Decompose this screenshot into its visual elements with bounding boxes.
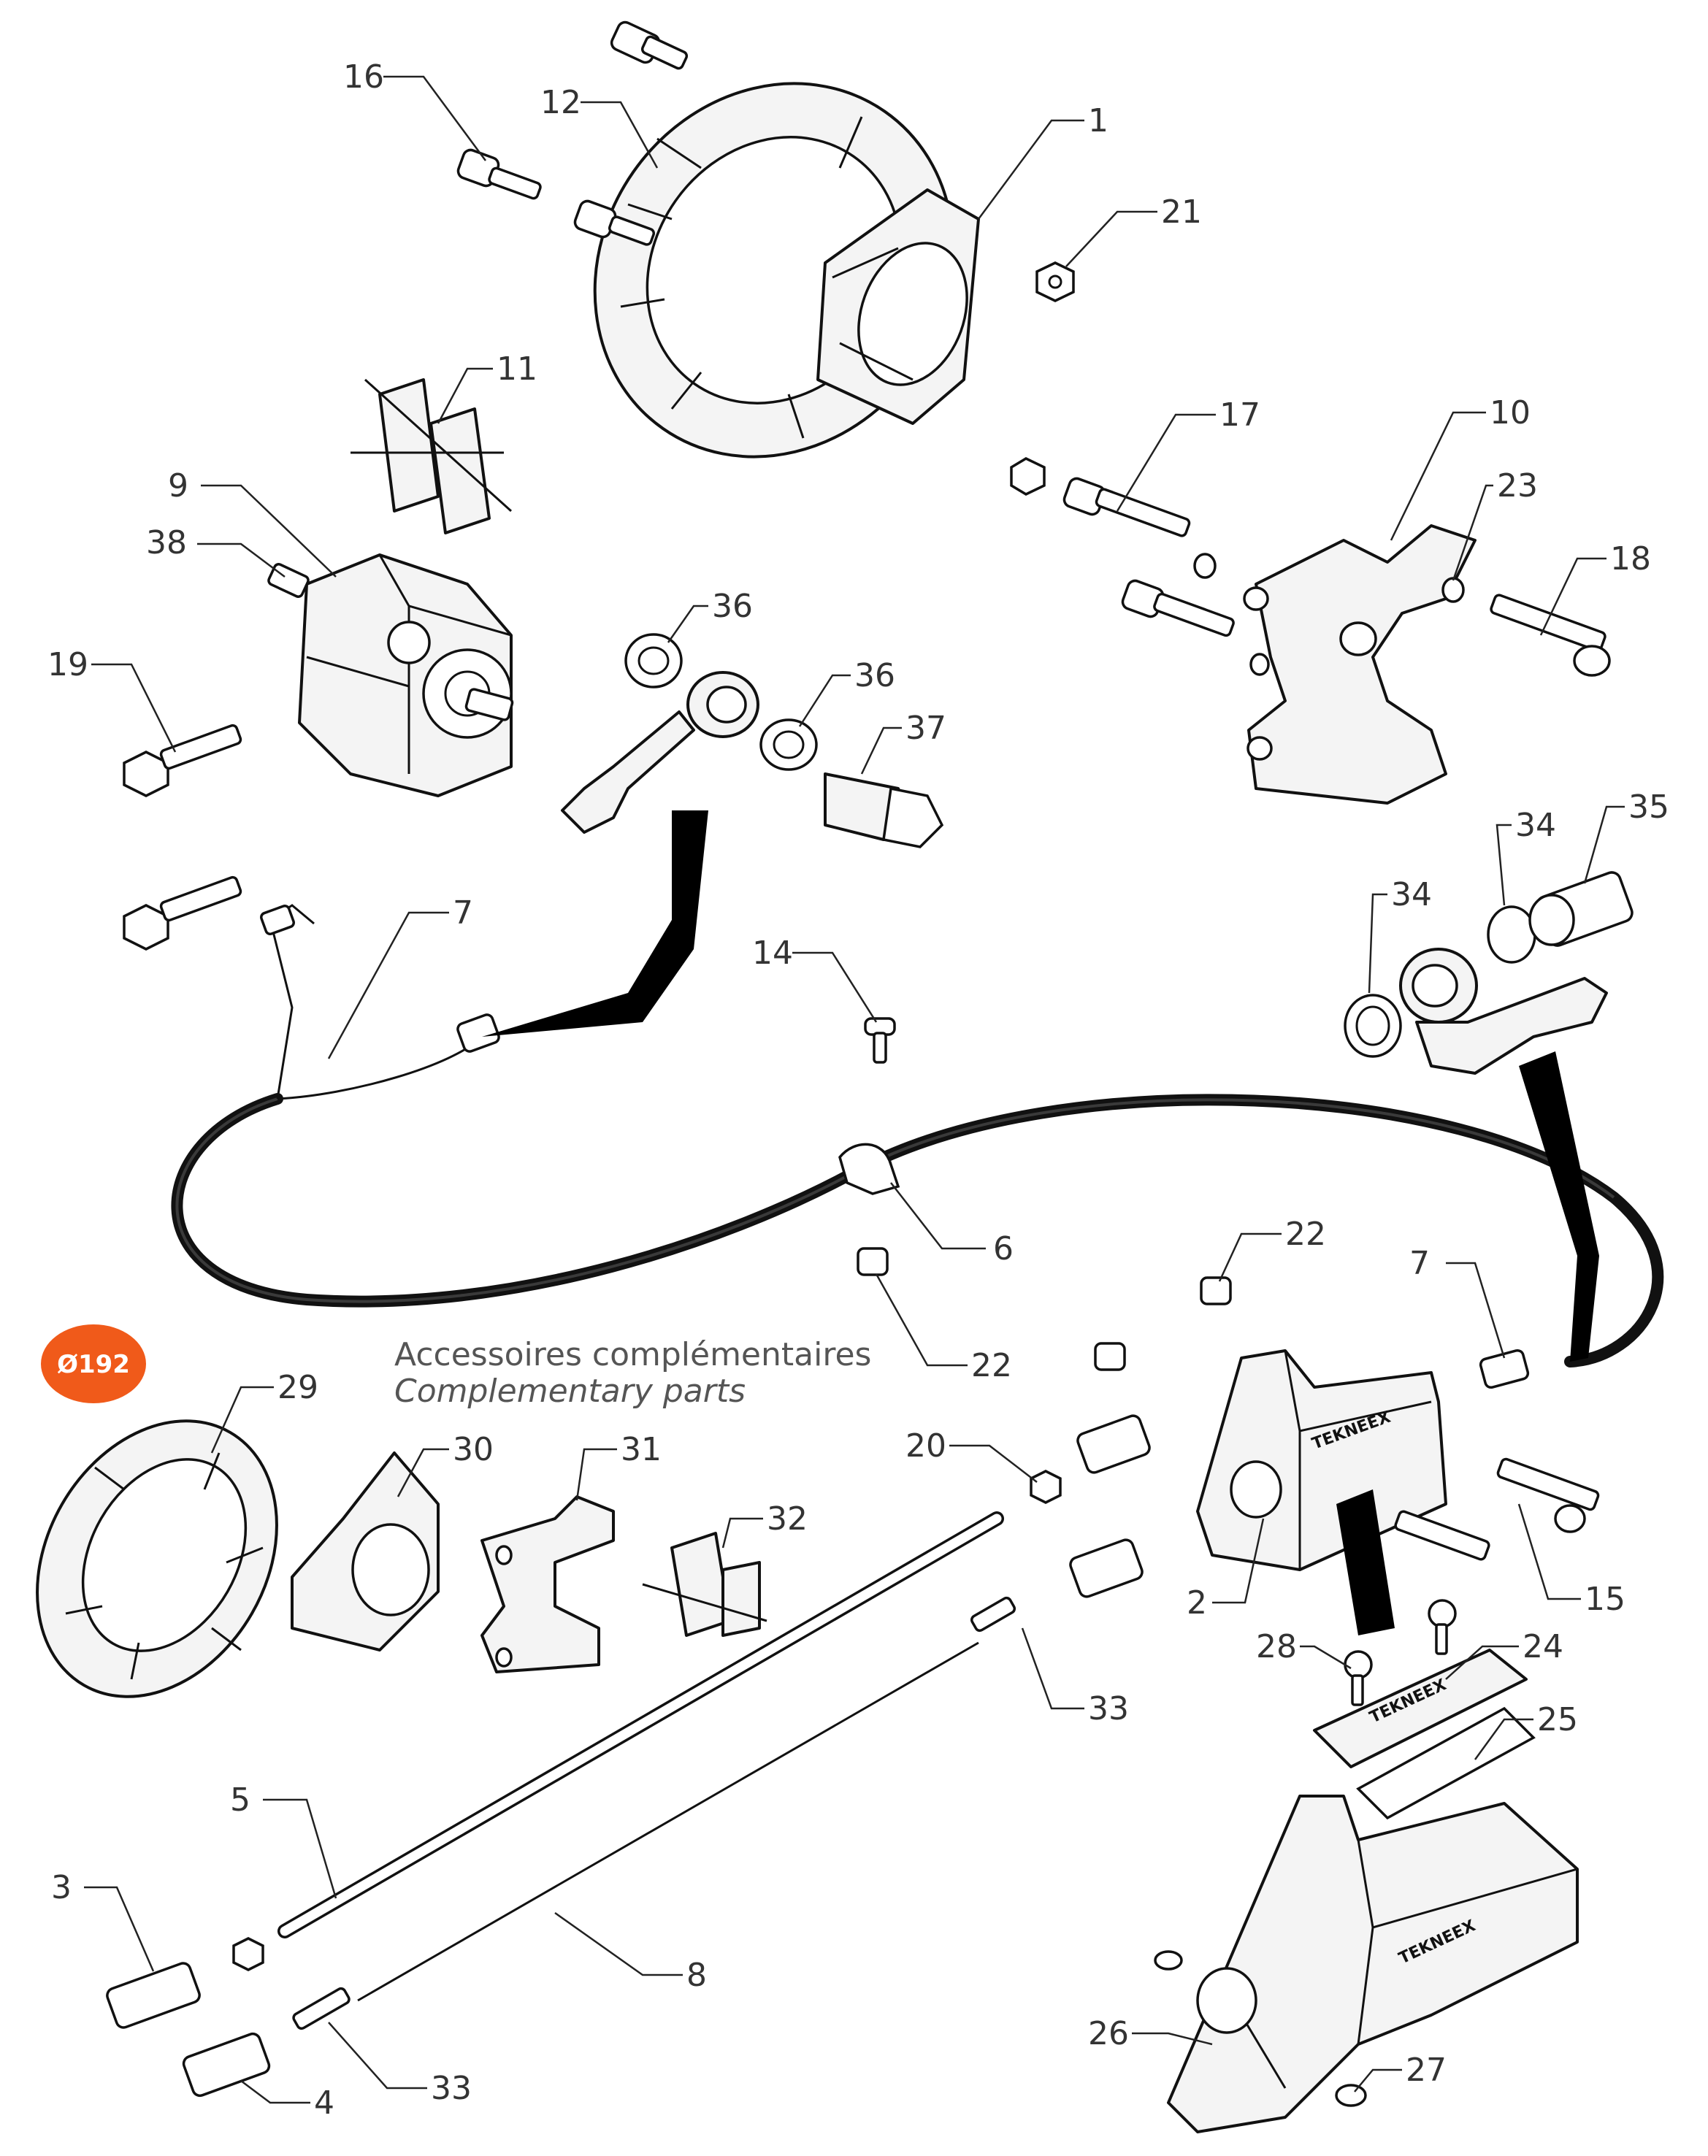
callout-8: 8 xyxy=(686,1957,707,1994)
master-cylinder-large: TEKNEEX xyxy=(1154,1795,1579,2133)
caliper-9 xyxy=(298,553,514,797)
callout-1: 1 xyxy=(1088,102,1108,139)
disc-29 xyxy=(36,1419,278,1698)
callout-22-lower: 22 xyxy=(971,1347,1012,1384)
bracket-31 xyxy=(480,1495,615,1673)
callout-34-left: 34 xyxy=(1391,876,1432,913)
rod-5 xyxy=(277,1511,1004,1938)
callout-38: 38 xyxy=(146,524,187,561)
bolt-19 xyxy=(123,724,242,797)
callout-31: 31 xyxy=(621,1431,662,1468)
brake-disc-assembly xyxy=(593,82,980,459)
callout-32: 32 xyxy=(767,1500,808,1538)
callout-20: 20 xyxy=(905,1427,946,1465)
pads-32 xyxy=(642,1532,767,1637)
disc-bolt-top xyxy=(610,20,689,70)
callout-23: 23 xyxy=(1497,467,1538,505)
callout-35: 35 xyxy=(1628,789,1669,826)
callout-27: 27 xyxy=(1406,2052,1447,2089)
caliper-bracket-10 xyxy=(1243,524,1477,805)
callout-26: 26 xyxy=(1088,2015,1129,2052)
callout-36-upper: 36 xyxy=(712,588,753,625)
callout-9: 9 xyxy=(168,467,188,505)
callout-25: 25 xyxy=(1537,1701,1578,1738)
callout-6: 6 xyxy=(993,1230,1014,1267)
callout-12: 12 xyxy=(540,84,581,121)
banjo-fitting-right xyxy=(1344,871,1634,1075)
nut-21 xyxy=(1035,261,1075,302)
callout-10: 10 xyxy=(1490,394,1531,431)
brake-pads-11 xyxy=(351,378,513,534)
callout-7-lower: 7 xyxy=(1409,1245,1430,1282)
screw-14 xyxy=(864,1017,896,1064)
section-title-en: Complementary parts xyxy=(394,1373,746,1410)
banjo-fitting xyxy=(561,633,944,848)
callout-33-upper: 33 xyxy=(1088,1690,1129,1727)
callout-17: 17 xyxy=(1219,396,1260,434)
master-cylinder-2: TEKNEEX xyxy=(1196,1349,1447,1635)
callout-24: 24 xyxy=(1523,1628,1563,1665)
gasket-25 xyxy=(1356,1706,1536,1820)
screw-16 xyxy=(456,148,542,200)
callout-4: 4 xyxy=(314,2084,334,2122)
callout-33-lower: 33 xyxy=(431,2070,472,2107)
callout-3: 3 xyxy=(51,1869,72,1906)
diameter-badge-label: Ø192 xyxy=(57,1350,130,1379)
bolt-17 xyxy=(1010,457,1235,637)
callout-14: 14 xyxy=(752,935,793,972)
clevis-upper xyxy=(232,1414,1151,1971)
callouts: 16 12 1 21 11 9 38 19 36 36 37 17 10 23 … xyxy=(47,58,1669,2122)
callout-36-lower: 36 xyxy=(854,657,895,694)
callout-18: 18 xyxy=(1610,540,1651,578)
clevis-3 xyxy=(106,1962,201,2029)
callout-21: 21 xyxy=(1161,193,1202,231)
callout-30: 30 xyxy=(453,1431,494,1468)
callout-7-upper: 7 xyxy=(453,894,473,932)
bolt-15 xyxy=(1394,1457,1600,1561)
callout-5: 5 xyxy=(230,1781,250,1819)
section-title-fr: Accessoires complémentaires xyxy=(394,1336,871,1373)
callout-15: 15 xyxy=(1585,1581,1625,1618)
callout-28: 28 xyxy=(1256,1628,1297,1665)
screws-28 xyxy=(1344,1599,1457,1706)
screw-disc-left xyxy=(573,199,656,246)
cable-8 xyxy=(292,1596,1016,2030)
brake-hose-6 xyxy=(171,810,1664,1389)
callout-2: 2 xyxy=(1187,1584,1207,1622)
callout-37: 37 xyxy=(905,710,946,747)
bolt-lower-left xyxy=(123,875,242,951)
callout-34-right: 34 xyxy=(1515,807,1556,844)
callout-16: 16 xyxy=(343,58,384,96)
callout-19: 19 xyxy=(47,646,88,683)
diameter-badge: Ø192 xyxy=(41,1324,146,1403)
bolt-18 xyxy=(1490,594,1611,677)
callout-22-upper: 22 xyxy=(1285,1216,1326,1253)
nut-22 xyxy=(857,1247,1232,1371)
callout-29: 29 xyxy=(277,1369,318,1406)
clevis-4 xyxy=(182,2032,271,2098)
carrier-30 xyxy=(291,1451,440,1651)
callout-11: 11 xyxy=(497,350,537,388)
washers-23 xyxy=(1193,553,1465,676)
